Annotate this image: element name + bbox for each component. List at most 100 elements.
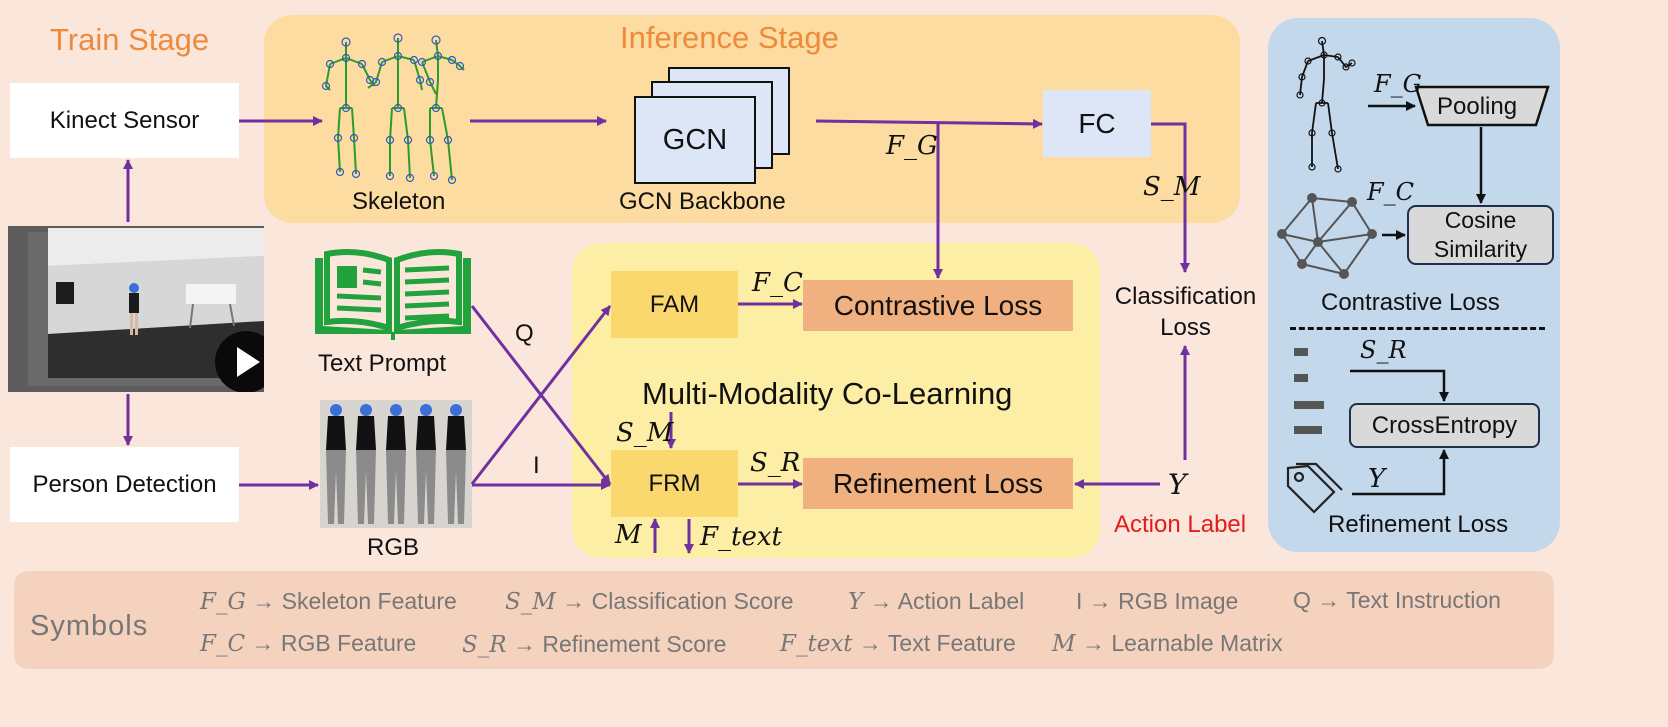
y-label-text: Y	[1168, 468, 1187, 501]
skeleton-label: Skeleton	[352, 188, 446, 215]
legend-desc: → Refinement Score	[512, 631, 727, 657]
cosine-similarity-box: Cosine Similarity	[1407, 205, 1554, 265]
legend-sym: F_C	[200, 631, 246, 657]
symbols-title: Symbols	[30, 610, 149, 642]
sr-label: S_R	[750, 448, 800, 478]
legend-entry-rgb-feature: F_C → RGB Feature	[200, 630, 416, 657]
inference-stage-title: Inference Stage	[620, 20, 839, 55]
contrastive-loss-label: Contrastive Loss	[833, 289, 1043, 321]
rgb-label: RGB	[367, 534, 420, 561]
fc-label: FC	[1078, 107, 1116, 139]
sm-label-top-text: S_M	[1143, 172, 1201, 202]
legend-entry-skeleton-feature: F_G → Skeleton Feature	[200, 588, 457, 615]
legend-sym: Q	[1293, 587, 1311, 613]
fc-feature-label: F_C	[752, 268, 803, 298]
panel-fc-label: F_C	[1367, 178, 1414, 206]
fg-label-text: F_G	[886, 131, 938, 161]
legend-desc: → RGB Image	[1088, 588, 1239, 614]
video-frame-image	[8, 226, 277, 393]
panel-sr-label-text: S_R	[1360, 336, 1407, 364]
cross-entropy-label: CrossEntropy	[1371, 411, 1518, 439]
q-label: Q	[515, 320, 534, 347]
pooling-trapezoid	[1414, 85, 1550, 127]
arrow-gcn-to-fc	[815, 118, 1043, 129]
book-icon	[313, 248, 473, 344]
arrow-sr-to-crossentropy	[1350, 369, 1449, 402]
text-prompt-label: Text Prompt	[318, 350, 447, 377]
arrow-fc-to-classification	[1151, 122, 1190, 273]
legend-sym: S_M	[505, 589, 556, 615]
m-label: M	[615, 520, 642, 550]
legend-entry-action-label: Y → Action Label	[848, 588, 1024, 615]
graph-icon	[1272, 190, 1380, 284]
action-label-text: Action Label	[1114, 511, 1247, 538]
i-label: I	[533, 452, 540, 479]
y-label: Y	[1168, 468, 1186, 501]
legend-desc: → Learnable Matrix	[1081, 630, 1283, 656]
legend-sym: Y	[848, 589, 864, 615]
co-learning-title: Multi-Modality Co-Learning	[642, 376, 1013, 411]
legend-entry-rgb-image: I → RGB Image	[1076, 588, 1238, 615]
legend-sym: M	[1052, 631, 1076, 657]
fc-feature-label-text: F_C	[752, 268, 803, 298]
classification-loss-label: Classification Loss	[1114, 283, 1257, 341]
refinement-loss-label: Refinement Loss	[832, 467, 1044, 499]
arrow-rgb-to-fam	[470, 305, 612, 485]
gcn-box: GCN	[634, 96, 756, 184]
legend-desc: → Text Feature	[858, 630, 1016, 656]
fc-box: FC	[1043, 90, 1151, 157]
legend-entry-text-instruction: Q → Text Instruction	[1293, 587, 1501, 614]
train-stage-title: Train Stage	[50, 22, 210, 57]
cross-entropy-box: CrossEntropy	[1349, 403, 1540, 448]
arrow-y-to-crossentropy	[1352, 449, 1449, 496]
kinect-sensor-box: Kinect Sensor	[10, 83, 239, 158]
panel-fg-label-text: F_G	[1374, 70, 1422, 98]
rgb-frames-image	[320, 400, 472, 528]
gcn-backbone-label: GCN Backbone	[619, 188, 786, 215]
panel-fg-label: F_G	[1374, 70, 1422, 98]
legend-desc: → RGB Feature	[251, 630, 417, 656]
symbols-bar	[14, 571, 1554, 669]
legend-desc: → Text Instruction	[1317, 587, 1501, 613]
panel-contrastive-loss-label: Contrastive Loss	[1321, 289, 1500, 316]
legend-sym: S_R	[462, 632, 507, 658]
panel-refinement-loss-label: Refinement Loss	[1328, 511, 1509, 538]
sr-label-text: S_R	[750, 448, 801, 478]
panel-y-label-text: Y	[1368, 464, 1386, 494]
tag-icon	[1284, 462, 1344, 516]
panel-divider	[1290, 327, 1545, 330]
sm-label-frm-text: S_M	[616, 418, 674, 448]
person-detection-label: Person Detection	[32, 470, 217, 498]
legend-desc: → Classification Score	[562, 588, 794, 614]
fam-box: FAM	[611, 271, 738, 338]
legend-entry-learnable-matrix: M → Learnable Matrix	[1052, 630, 1283, 657]
skeleton-figure-icon	[318, 30, 473, 190]
gcn-label: GCN	[662, 123, 728, 156]
ftext-label: F_text	[700, 522, 782, 552]
score-bars-icon	[1292, 346, 1326, 440]
m-label-text: M	[615, 520, 642, 550]
legend-desc: → Skeleton Feature	[252, 588, 457, 614]
panel-y-label: Y	[1368, 464, 1385, 494]
panel-fc-label-text: F_C	[1367, 178, 1415, 206]
legend-entry-classification-score: S_M → Classification Score	[505, 588, 794, 615]
sm-label-frm: S_M	[616, 418, 673, 448]
person-detection-box: Person Detection	[10, 447, 239, 522]
fam-label: FAM	[649, 290, 700, 318]
refinement-loss-box: Refinement Loss	[803, 458, 1073, 509]
legend-sym: F_text	[780, 631, 853, 657]
legend-sym: F_G	[200, 589, 246, 615]
legend-entry-refinement-score: S_R → Refinement Score	[462, 631, 726, 658]
pooling-label: Pooling	[1437, 93, 1518, 120]
ftext-label-text: F_text	[700, 522, 782, 552]
legend-entry-text-feature: F_text → Text Feature	[780, 630, 1016, 657]
kinect-sensor-label: Kinect Sensor	[49, 106, 200, 134]
panel-skeleton-icon	[1290, 33, 1356, 175]
frm-label: FRM	[648, 469, 701, 497]
fg-label: F_G	[886, 131, 938, 161]
panel-sr-label: S_R	[1360, 336, 1407, 364]
contrastive-loss-box: Contrastive Loss	[803, 280, 1073, 331]
frm-box: FRM	[611, 450, 738, 517]
